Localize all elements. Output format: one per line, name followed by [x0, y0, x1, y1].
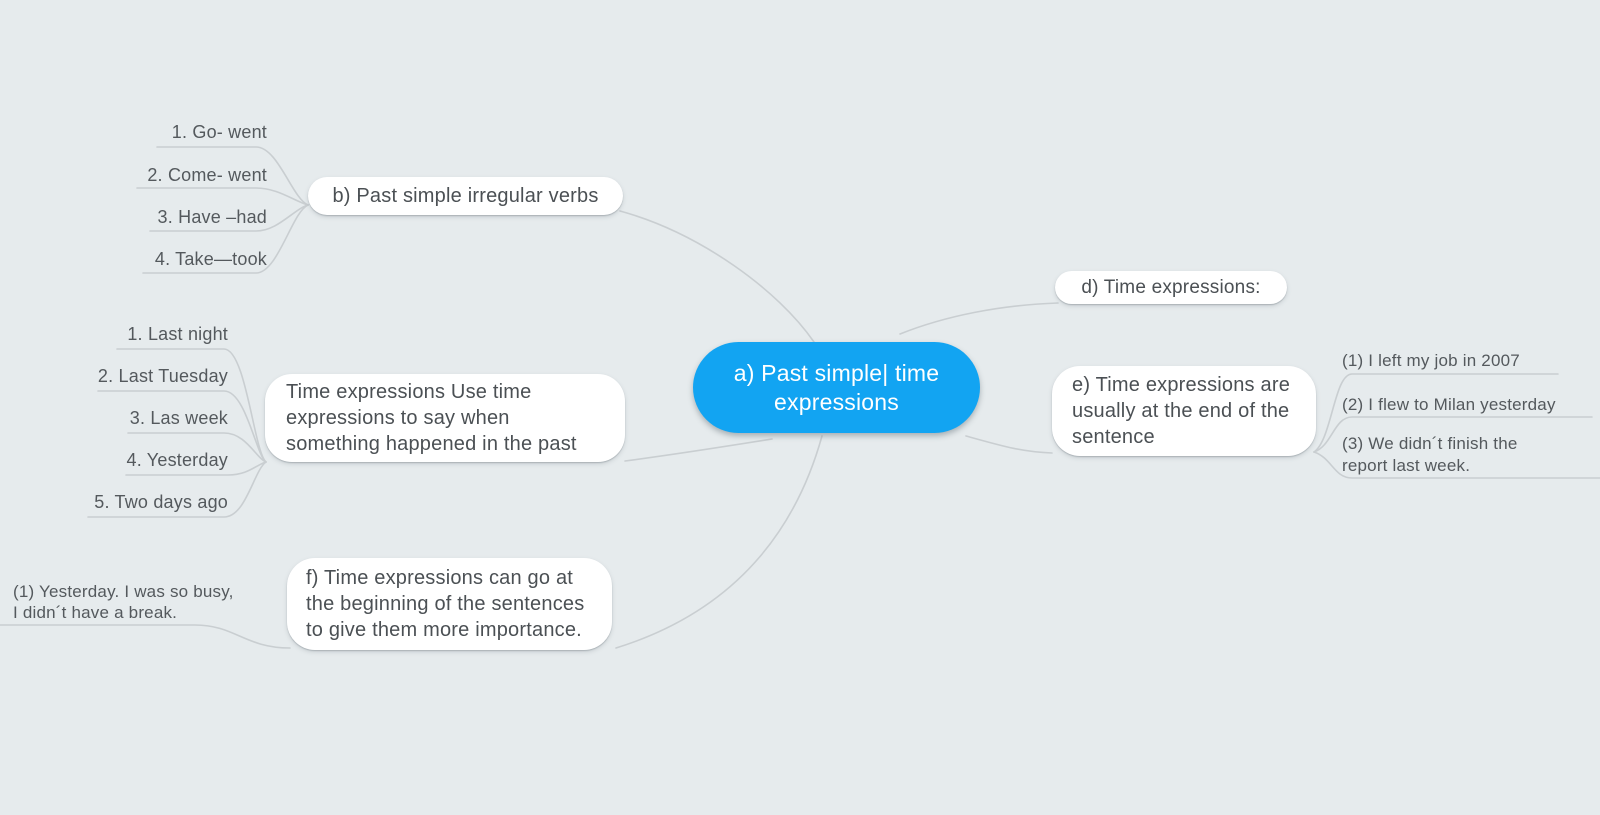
- connector-root-to-d: [899, 302, 1059, 335]
- child-underline-e2: [1313, 416, 1593, 453]
- child-node-last-tuesday[interactable]: 2. Last Tuesday: [97, 366, 228, 386]
- child-node-didnt-finish-report-line1: (3) We didn´t finish the: [1342, 434, 1518, 453]
- branch-node-time-use-line3: something happened in the past: [286, 433, 577, 455]
- root-node[interactable]: a) Past simple| time expressions: [693, 342, 980, 433]
- child-node-flew-milan[interactable]: (2) I flew to Milan yesterday: [1342, 395, 1556, 414]
- branch-node-f[interactable]: f) Time expressions can go at the beginn…: [287, 558, 612, 650]
- child-underline-t5: [87, 461, 267, 518]
- branch-node-e[interactable]: e) Time expressions are usually at the e…: [1052, 366, 1316, 456]
- branch-node-time-use[interactable]: Time expressions Use time expressions to…: [265, 374, 625, 462]
- child-node-take-took[interactable]: 4. Take—took: [154, 249, 267, 269]
- child-underline-t4: [125, 461, 267, 476]
- branch-node-f-line3: to give them more importance.: [306, 619, 582, 641]
- child-underline-e1: [1313, 373, 1559, 453]
- child-node-go-went[interactable]: 1. Go- went: [171, 122, 267, 142]
- branch-node-b-text: b) Past simple irregular verbs: [332, 185, 599, 207]
- branch-node-e-line3: sentence: [1072, 426, 1155, 448]
- branch-node-e-line1: e) Time expressions are: [1072, 374, 1291, 396]
- connector-root-to-b: [619, 210, 815, 343]
- child-underline-b2: [136, 187, 309, 206]
- root-node-text-line1: a) Past simple| time: [733, 359, 940, 386]
- child-underline-f1: [0, 624, 291, 649]
- child-node-have-had[interactable]: 3. Have –had: [157, 207, 267, 227]
- connector-root-to-time: [624, 438, 773, 462]
- branch-node-f-line1: f) Time expressions can go at: [306, 567, 574, 589]
- child-node-didnt-finish-report-line2: report last week.: [1342, 456, 1471, 475]
- child-underline-b1: [156, 146, 309, 206]
- branch-node-time-use-line1: Time expressions Use time: [286, 381, 532, 403]
- child-underline-t2: [97, 390, 267, 463]
- child-node-two-days-ago[interactable]: 5. Two days ago: [94, 492, 228, 512]
- child-node-left-job-2007[interactable]: (1) I left my job in 2007: [1342, 351, 1520, 370]
- child-underline-b3: [149, 204, 309, 232]
- child-underline-t3: [127, 432, 267, 463]
- child-node-las-week[interactable]: 3. Las week: [129, 408, 228, 428]
- child-node-yesterday-busy-line2: I didn´t have a break.: [13, 603, 178, 622]
- root-node-text-line2: expressions: [774, 388, 899, 415]
- child-node-didnt-finish-report[interactable]: (3) We didn´t finish the report last wee…: [1342, 433, 1567, 477]
- branch-node-d-text: d) Time expressions:: [1081, 276, 1261, 298]
- connector-root-to-f: [615, 435, 823, 649]
- branch-node-e-line2: usually at the end of the: [1072, 400, 1290, 422]
- branch-node-d[interactable]: d) Time expressions:: [1055, 271, 1287, 304]
- branch-node-f-line2: the beginning of the sentences: [306, 593, 585, 615]
- child-node-yesterday-busy-line1: (1) Yesterday. I was so busy,: [13, 582, 234, 601]
- child-underline-e3: [1313, 451, 1600, 479]
- child-node-yesterday[interactable]: 4. Yesterday: [126, 450, 228, 470]
- child-underline-b4: [142, 204, 309, 274]
- child-node-yesterday-busy[interactable]: (1) Yesterday. I was so busy, I didn´t h…: [13, 581, 248, 623]
- branch-node-b[interactable]: b) Past simple irregular verbs: [308, 177, 623, 215]
- child-node-come-went[interactable]: 2. Come- went: [147, 165, 267, 185]
- connector-root-to-e: [965, 435, 1053, 454]
- child-node-last-night[interactable]: 1. Last night: [127, 324, 228, 344]
- branch-node-time-use-line2: expressions to say when: [286, 407, 510, 429]
